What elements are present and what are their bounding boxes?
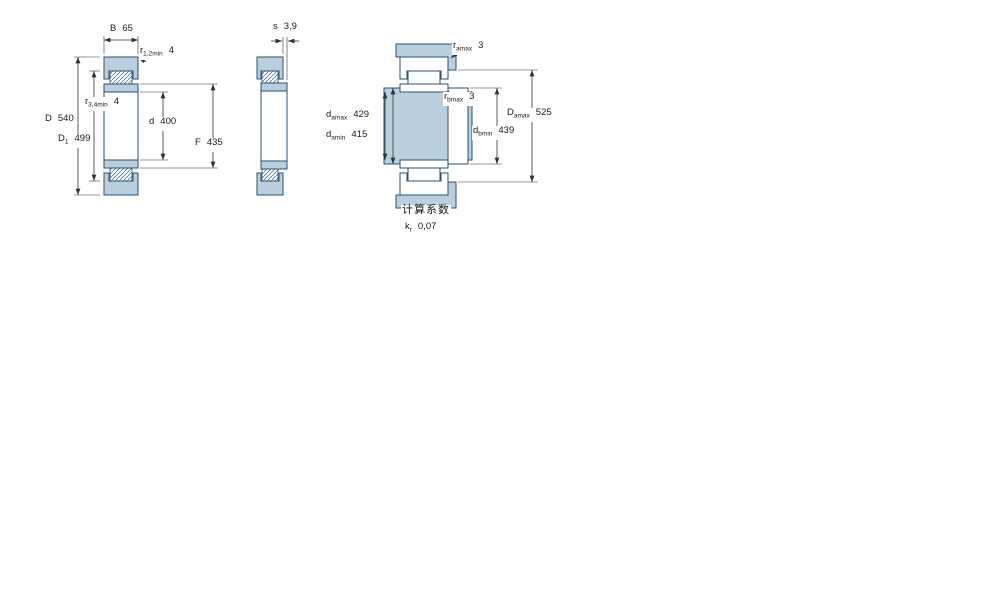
dim-subscript: 3,4min bbox=[88, 101, 108, 109]
dim-subscript: amin bbox=[331, 134, 346, 142]
dim-label-s: s 3,9 bbox=[272, 22, 298, 36]
dim-subscript: bmin bbox=[478, 130, 493, 138]
dim-value: 439 bbox=[498, 125, 515, 136]
dim-value: 429 bbox=[353, 109, 370, 120]
dim-subscript: amax bbox=[513, 112, 530, 120]
dim-label-d: d 400 bbox=[148, 116, 178, 131]
inner-ring-top bbox=[260, 82, 288, 92]
dim-label-da-max: damax 429 bbox=[325, 109, 371, 124]
roller-top bbox=[109, 70, 133, 85]
dim-label-da-min: damin 415 bbox=[325, 129, 369, 144]
dim-value: 400 bbox=[160, 116, 177, 127]
outer-ring-top bbox=[256, 56, 284, 80]
roller-bottom bbox=[109, 167, 133, 182]
dim-label-Da-max: Damax 525 bbox=[506, 108, 553, 122]
factor-symbol: k bbox=[405, 221, 410, 232]
dim-symbol: d bbox=[473, 125, 479, 136]
dim-symbol: D bbox=[507, 107, 514, 118]
dim-subscript: bmax bbox=[447, 96, 464, 104]
dim-value: 525 bbox=[535, 107, 552, 118]
bearing-inner-ring-bottom bbox=[399, 159, 449, 169]
dim-label-D1: D1 499 bbox=[57, 133, 92, 148]
abutment-collar bbox=[447, 87, 469, 165]
left-view-cross-section bbox=[74, 36, 218, 196]
factor-value: 0,07 bbox=[417, 221, 437, 232]
dim-value: 3 bbox=[478, 40, 484, 51]
outer-ring-bottom bbox=[256, 172, 284, 196]
dim-symbol: r bbox=[444, 91, 448, 102]
dim-symbol: d bbox=[326, 129, 332, 140]
bearing-roller-bottom bbox=[407, 167, 441, 182]
dim-label-r12min: r1,2min 4 bbox=[139, 46, 175, 60]
bearing-outer-ring-bottom bbox=[399, 172, 449, 196]
middle-view-cross-section bbox=[256, 37, 299, 196]
dim-symbol: r bbox=[85, 96, 89, 107]
dim-label-r34min: r3,4min 4 bbox=[84, 97, 120, 111]
dim-symbol: r bbox=[140, 45, 144, 56]
dim-subscript: amax bbox=[331, 114, 348, 122]
dim-label-ra-max: ramax 3 bbox=[452, 40, 485, 55]
dim-symbol: r bbox=[453, 40, 457, 51]
inner-ring-bottom bbox=[103, 159, 139, 169]
dim-subscript: 1 bbox=[64, 138, 69, 146]
inner-ring-bottom bbox=[260, 160, 288, 170]
bearing-inner-ring-top bbox=[399, 83, 449, 93]
dim-value: 3 bbox=[469, 91, 475, 102]
bearing-roller-top bbox=[407, 70, 441, 85]
bearing-outer-ring-top bbox=[399, 56, 449, 80]
roller-bottom bbox=[261, 168, 279, 182]
outer-ring-top bbox=[103, 56, 139, 80]
dim-symbol: D bbox=[45, 113, 52, 124]
roller-top bbox=[261, 70, 279, 84]
factor-subscript: r bbox=[409, 226, 412, 234]
dim-value: 540 bbox=[57, 113, 74, 124]
dim-symbol: s bbox=[273, 21, 278, 32]
dim-value: 499 bbox=[74, 133, 91, 144]
dim-label-db-min: dbmin 439 bbox=[472, 125, 516, 140]
dim-value: 4 bbox=[113, 96, 119, 107]
dim-value: 4 bbox=[168, 45, 174, 56]
dim-value: 65 bbox=[122, 23, 133, 34]
dim-symbol: F bbox=[195, 137, 201, 148]
dim-symbol: B bbox=[110, 23, 117, 34]
dim-value: 415 bbox=[351, 129, 368, 140]
dim-label-F: F 435 bbox=[194, 138, 224, 152]
dim-subscript: 1,2min bbox=[143, 50, 163, 58]
right-view-mounting bbox=[382, 43, 538, 209]
dim-label-D: D 540 bbox=[44, 114, 75, 128]
inner-ring-top bbox=[103, 83, 139, 93]
dim-value: 435 bbox=[206, 137, 223, 148]
dim-label-rb-max: rbmax 3 bbox=[443, 91, 476, 106]
outer-ring-bottom bbox=[103, 172, 139, 196]
dim-subscript: amax bbox=[456, 45, 473, 53]
calculation-factors-title: 计算系数 bbox=[401, 204, 451, 216]
dim-symbol: d bbox=[326, 109, 332, 120]
dim-value: 3,9 bbox=[283, 21, 297, 32]
dim-symbol: d bbox=[149, 116, 155, 127]
dim-symbol: D bbox=[58, 133, 65, 144]
dim-label-B: B 65 bbox=[109, 24, 134, 38]
factor-kr: kr 0,07 bbox=[404, 221, 438, 236]
